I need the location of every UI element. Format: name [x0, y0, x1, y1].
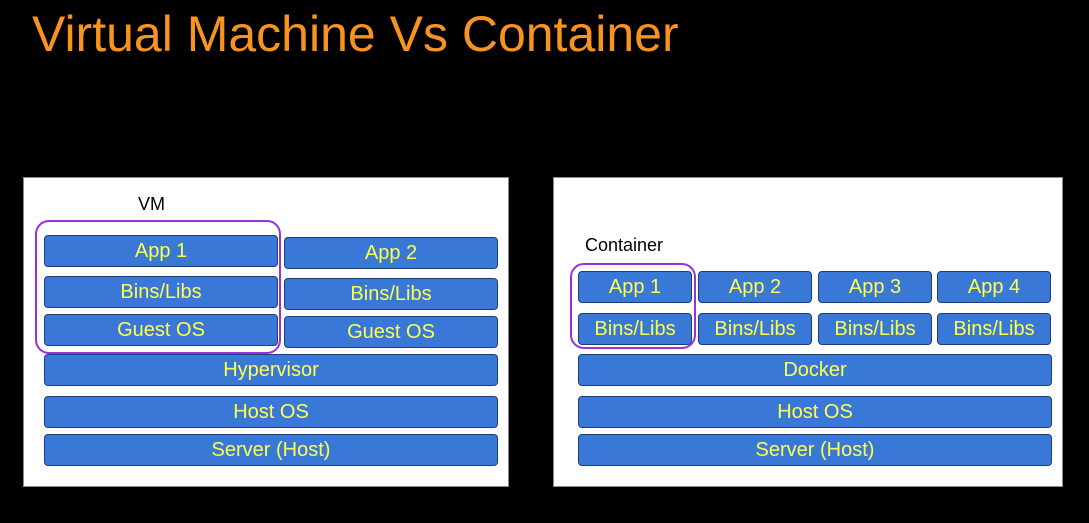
hypervisor-block: Hypervisor: [44, 354, 498, 386]
container-app-1-block: App 1: [578, 271, 692, 303]
vm-panel: VM App 1 Bins/Libs Guest OS App 2 Bins/L…: [23, 177, 509, 487]
container-app-4-block: App 4: [937, 271, 1051, 303]
container-app-1-libs-block: Bins/Libs: [578, 313, 692, 345]
vm-app-1-block: App 1: [44, 235, 278, 267]
vm-app-2-guest-os-block: Guest OS: [284, 316, 498, 348]
container-host-os-block: Host OS: [578, 396, 1052, 428]
container-label: Container: [585, 235, 664, 255]
container-server-block: Server (Host): [578, 434, 1052, 466]
container-app-4-libs-block: Bins/Libs: [937, 313, 1051, 345]
vm-server-block: Server (Host): [44, 434, 498, 466]
container-app-1-highlight: [570, 263, 696, 349]
vm-app-1-guest-os-block: Guest OS: [44, 314, 278, 346]
container-panel: Container App 1 Bins/Libs App 2 Bins/Lib…: [553, 177, 1063, 487]
vm-host-os-block: Host OS: [44, 396, 498, 428]
vm-app-2-block: App 2: [284, 237, 498, 269]
vm-app-1-highlight: [35, 220, 281, 354]
container-app-3-libs-block: Bins/Libs: [818, 313, 932, 345]
vm-app-2-libs-block: Bins/Libs: [284, 278, 498, 310]
container-app-3-block: App 3: [818, 271, 932, 303]
slide-title: Virtual Machine Vs Container: [32, 6, 679, 62]
container-app-2-block: App 2: [698, 271, 812, 303]
docker-block: Docker: [578, 354, 1052, 386]
container-app-2-libs-block: Bins/Libs: [698, 313, 812, 345]
vm-app-1-libs-block: Bins/Libs: [44, 276, 278, 308]
vm-label: VM: [138, 194, 165, 214]
